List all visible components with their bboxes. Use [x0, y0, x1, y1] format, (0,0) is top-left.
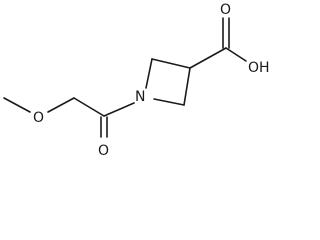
ether-oxygen-label: O [33, 110, 44, 126]
molecule-structure: O O N O OH [3, 2, 270, 159]
bond-ether-o-ch2 [47, 97, 75, 113]
bond-methyl-ether-o [3, 97, 31, 113]
bond-carbonyl-c-n [103, 102, 135, 117]
acid-carbonyl-oxygen-label: O [220, 2, 231, 18]
ring-nitrogen-label: N [135, 89, 145, 105]
bond-c3-carboxyl-c [189, 47, 227, 69]
bond-carboxyl-c-oh [225, 47, 247, 62]
bond-ring-ctop-c3 [151, 58, 191, 69]
bond-ring-n-ctop [145, 58, 153, 89]
bond-ring-c3-cbottom [183, 67, 191, 106]
carbonyl-oxygen-label: O [98, 143, 109, 159]
hydroxyl-label: OH [248, 60, 270, 76]
bond-ring-cbottom-n [153, 98, 185, 106]
bond-ch2-carbonyl-c [73, 97, 105, 117]
